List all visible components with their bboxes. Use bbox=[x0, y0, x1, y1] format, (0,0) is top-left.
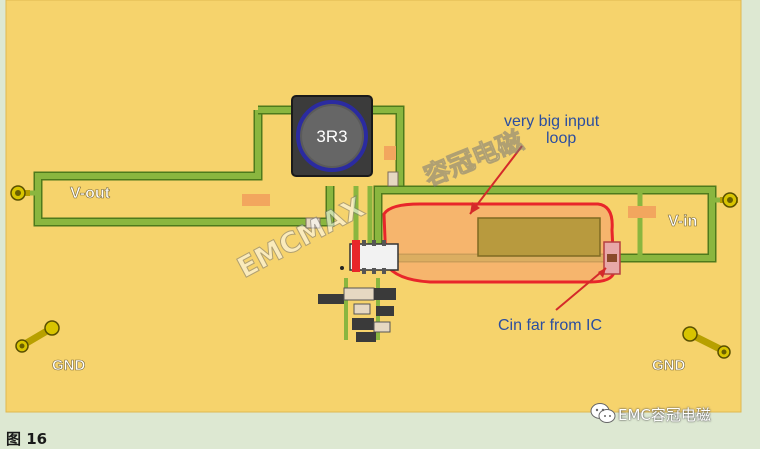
cap-vout bbox=[242, 194, 270, 206]
cap-small-top bbox=[384, 146, 396, 160]
ic-pin1-dot bbox=[340, 266, 344, 270]
watermark-account: EMC容冠电磁 bbox=[618, 406, 711, 424]
inductor-label: 3R3 bbox=[316, 127, 347, 146]
label-gnd-left: GND bbox=[52, 357, 86, 374]
connector-gnd-right bbox=[682, 326, 731, 359]
label-vin: V-in bbox=[668, 213, 697, 230]
connector-gnd-left bbox=[15, 320, 60, 353]
connector-vout bbox=[10, 185, 30, 201]
ic-highlight bbox=[352, 240, 360, 272]
input-pad bbox=[477, 217, 601, 257]
trace-vout bbox=[35, 110, 333, 225]
label-gnd-right: GND bbox=[652, 357, 686, 374]
annotation-cin: Cin far from IC bbox=[498, 317, 602, 334]
annotation-loop-line2: loop bbox=[546, 130, 576, 147]
arrow-cin bbox=[555, 267, 607, 311]
label-vout: V-out bbox=[70, 185, 111, 202]
resistor-mid bbox=[305, 217, 321, 229]
connector-vin bbox=[720, 192, 738, 208]
inductor-core bbox=[302, 106, 362, 166]
arrow-loop bbox=[469, 145, 523, 215]
support-components bbox=[318, 278, 396, 342]
resistor-top bbox=[387, 171, 399, 187]
wechat-icon bbox=[590, 403, 616, 423]
cap-vin bbox=[628, 206, 656, 218]
annotation-loop-line1: very big input bbox=[504, 113, 600, 130]
ic-pins bbox=[362, 240, 386, 274]
figure-caption: 图 16 bbox=[6, 430, 48, 448]
cin-capacitor-body bbox=[607, 254, 617, 262]
